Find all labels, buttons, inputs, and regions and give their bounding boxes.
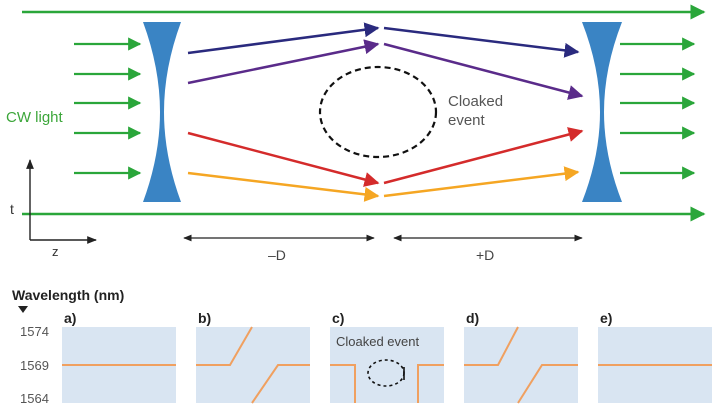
- axis-t-label: t: [10, 201, 14, 217]
- ray-orange-in: [187, 171, 380, 202]
- cw-output-arrows: [620, 37, 696, 180]
- y-tick-1569: 1569: [20, 358, 49, 373]
- ray-navy-in: [187, 22, 380, 55]
- panel-a: a): [62, 310, 176, 403]
- minus-d-label: –D: [268, 247, 286, 263]
- ray-purple-out: [383, 42, 584, 100]
- ray-navy-out: [383, 26, 580, 58]
- cloaked-event-label-1: Cloaked: [448, 93, 503, 110]
- time-lens-left: [143, 22, 181, 202]
- wavelength-down-arrow: [18, 306, 28, 313]
- cw-light-label: CW light: [6, 109, 64, 126]
- cloaked-event-label-2: event: [448, 112, 486, 129]
- ray-red-in: [187, 131, 380, 187]
- panel-b: b): [196, 310, 310, 404]
- ray-orange-out: [383, 166, 580, 198]
- panel-e-label: e): [600, 310, 612, 326]
- cloaked-event-circle: [318, 65, 438, 159]
- ray-purple-in: [187, 39, 380, 85]
- y-tick-1574: 1574: [20, 324, 49, 339]
- axis-z-label: z: [52, 244, 59, 259]
- panel-d: d): [464, 310, 578, 404]
- panel-c: c) Cloaked event: [330, 310, 444, 403]
- wavelength-axis-title: Wavelength (nm): [12, 287, 124, 303]
- panel-a-label: a): [64, 310, 76, 326]
- cw-input-arrows: [74, 37, 142, 180]
- panel-b-label: b): [198, 310, 211, 326]
- plus-d-label: +D: [476, 247, 494, 263]
- time-lens-right: [582, 22, 622, 202]
- panel-c-label: c): [332, 310, 344, 326]
- panel-d-label: d): [466, 310, 479, 326]
- ray-red-out: [383, 127, 584, 185]
- y-tick-1564: 1564: [20, 391, 49, 405]
- panel-c-annotation: Cloaked event: [336, 334, 419, 349]
- panel-e: e): [598, 310, 712, 403]
